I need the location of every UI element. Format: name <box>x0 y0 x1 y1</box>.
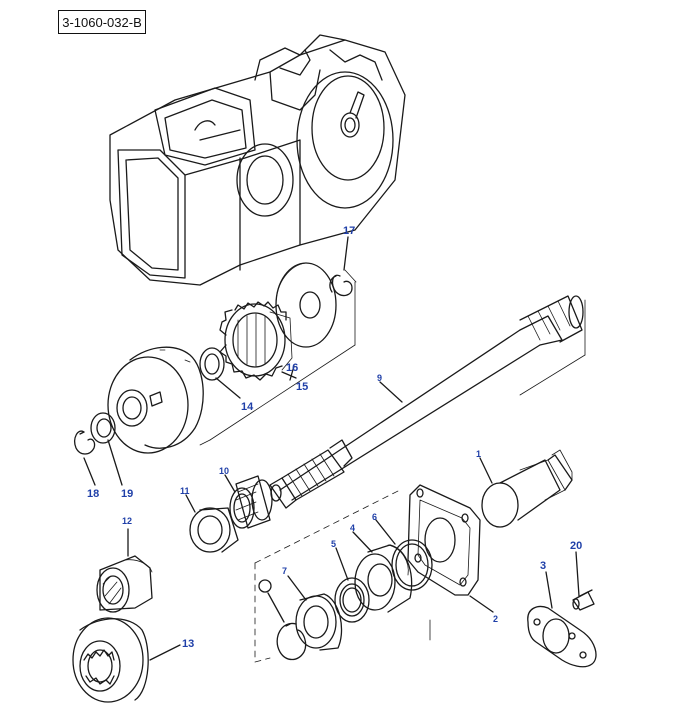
part-14-ring <box>199 347 225 381</box>
callout-13: 13 <box>182 638 194 650</box>
housing-assembly <box>109 34 406 286</box>
callout-12: 12 <box>122 516 132 526</box>
callout-17: 17 <box>343 225 355 237</box>
part-5-seal <box>334 577 370 623</box>
part-12-splined-coupler <box>96 555 153 613</box>
drawing-reference-number: 3-1060-032-B <box>58 10 146 34</box>
part-10-needle-bearing <box>229 475 273 529</box>
part-13-drive-hub <box>72 617 149 703</box>
callout-8-highlight-marker: 8 <box>258 579 272 593</box>
part-8-circlip <box>276 622 307 661</box>
callout-2: 2 <box>493 614 498 624</box>
callout-18: 18 <box>87 488 99 500</box>
callout-16: 16 <box>286 362 298 374</box>
clutch-drum <box>107 346 204 454</box>
callout-10: 10 <box>219 466 229 476</box>
part-20-bolt <box>572 589 595 611</box>
callout-1: 1 <box>476 449 481 459</box>
callout-14: 14 <box>241 401 254 413</box>
part-7-bearing <box>295 593 343 651</box>
callout-20: 20 <box>570 540 582 552</box>
part-19-washer <box>90 412 116 444</box>
callout-9: 9 <box>377 373 382 383</box>
part-4-seal-carrier <box>354 544 413 613</box>
callout-leader-lines <box>83 236 580 661</box>
part-9-shaft <box>269 295 584 509</box>
callout-labels: 1 2 3 4 5 6 7 8 9 10 11 12 13 14 15 16 1… <box>87 225 582 650</box>
part-1-bearing-housing <box>481 449 573 528</box>
part-15-gear <box>219 301 293 381</box>
callout-4: 4 <box>350 523 355 533</box>
part-11-bush <box>189 507 239 553</box>
callout-6: 6 <box>372 512 377 522</box>
part-3-cover-plate <box>527 605 597 668</box>
part-18-circlip <box>74 430 96 455</box>
callout-19: 19 <box>121 488 133 500</box>
callout-5: 5 <box>331 539 336 549</box>
part-2-gasket-plate <box>407 484 481 596</box>
assembly-frame-lines <box>199 269 586 663</box>
callout-8: 8 <box>262 581 267 591</box>
callout-7: 7 <box>282 566 287 576</box>
callout-15: 15 <box>296 381 308 393</box>
callout-3: 3 <box>540 560 546 572</box>
part-17-circlip <box>329 274 353 297</box>
callout-11: 11 <box>180 486 190 496</box>
part-16-thrust-washer <box>275 262 337 348</box>
